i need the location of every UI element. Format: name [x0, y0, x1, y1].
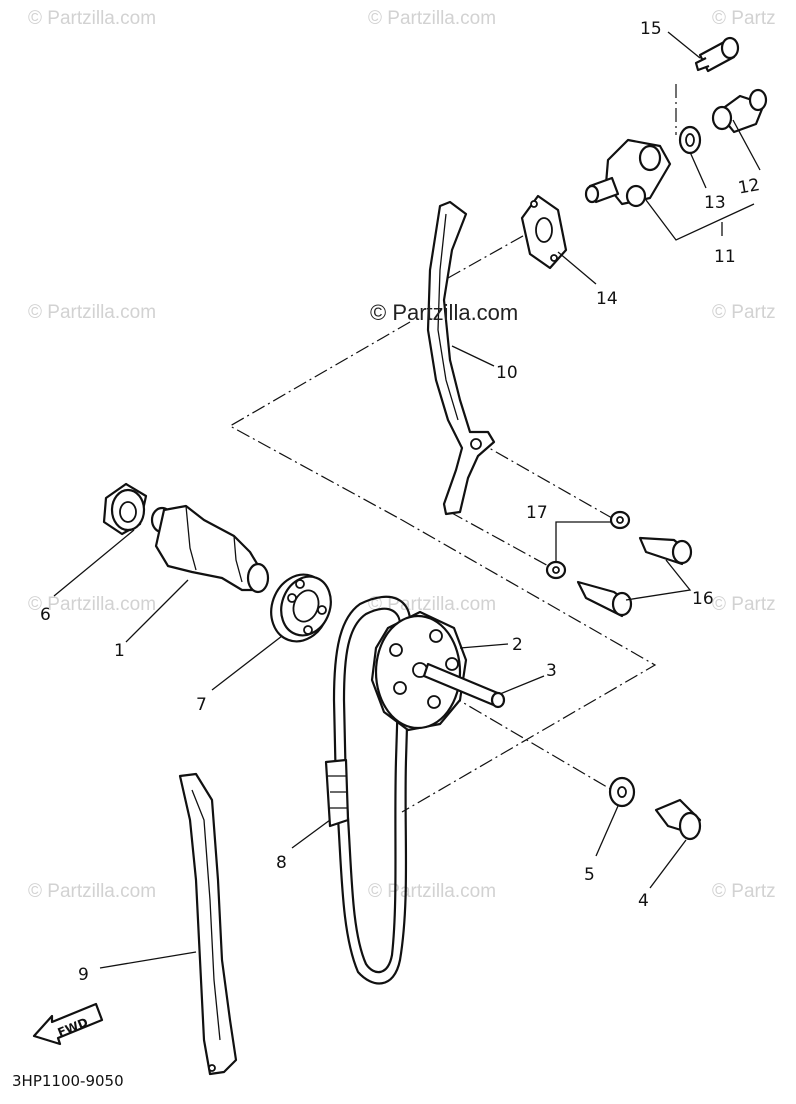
watermark: © Partzilla.com	[368, 8, 496, 29]
watermark: © Partz	[712, 302, 776, 323]
part-11-tensioner[interactable]	[584, 138, 672, 208]
callout-12: 12	[737, 175, 762, 198]
callout-4: 4	[638, 891, 649, 911]
callout-7: 7	[196, 695, 207, 715]
callout-17: 17	[526, 503, 548, 523]
part-13-gasket[interactable]	[678, 125, 702, 155]
watermark-center: © Partzilla.com	[370, 300, 518, 325]
callout-16: 16	[692, 589, 714, 609]
part-12-plug[interactable]	[711, 88, 768, 134]
callout-10: 10	[496, 363, 518, 383]
part-1-camshaft[interactable]	[150, 504, 270, 594]
part-6-bearing[interactable]	[102, 482, 148, 536]
callout-6: 6	[40, 605, 51, 625]
watermark: © Partzilla.com	[28, 881, 156, 902]
callout-1: 1	[114, 641, 125, 661]
watermark-layer: © Partzilla.com © Partzilla.com © Partz …	[28, 8, 776, 902]
watermark: © Partz	[712, 594, 776, 615]
callout-2: 2	[512, 635, 523, 655]
assembly-line	[447, 231, 531, 279]
callout-labels: 15 12 13 11 14 10 17 16 6 1 7 2 3 5 4 8 …	[40, 19, 761, 985]
watermark: © Partz	[712, 881, 776, 902]
watermark: © Partzilla.com	[28, 302, 156, 323]
part-9-chain-guide[interactable]	[178, 772, 238, 1076]
part-7-ball-bearing[interactable]	[262, 566, 339, 649]
callout-11: 11	[714, 247, 736, 267]
part-16-bolt[interactable]	[576, 580, 633, 618]
watermark: © Partzilla.com	[28, 594, 156, 615]
watermark: © Partzilla.com	[28, 8, 156, 29]
assembly-line	[474, 439, 613, 519]
callout-15: 15	[640, 19, 662, 39]
callout-3: 3	[546, 661, 557, 681]
assembly-line	[449, 511, 553, 569]
callout-13: 13	[704, 193, 726, 213]
fwd-arrow-icon: FWD	[32, 1002, 104, 1046]
part-10-chain-guide[interactable]	[426, 200, 496, 516]
watermark: © Partz	[712, 8, 776, 29]
part-2-cam-sprocket[interactable]	[370, 610, 468, 732]
part-17-washer[interactable]	[545, 560, 567, 580]
leader-lines	[53, 31, 761, 969]
part-15-bolt[interactable]	[694, 36, 740, 73]
assembly-line	[401, 519, 657, 813]
callout-8: 8	[276, 853, 287, 873]
part-16-bolt[interactable]	[638, 536, 693, 566]
assembly-line	[228, 321, 411, 521]
part-5-washer[interactable]	[608, 776, 636, 808]
part-3-dowel-pin[interactable]	[422, 662, 506, 709]
callout-5: 5	[584, 865, 595, 885]
part-4-bolt[interactable]	[654, 798, 702, 841]
part-17-washer[interactable]	[609, 510, 631, 530]
assembly-lines	[228, 84, 677, 813]
callout-9: 9	[78, 965, 89, 985]
part-14-gasket[interactable]	[520, 194, 568, 270]
diagram-code: 3HP1100-9050	[12, 1072, 124, 1090]
callout-14: 14	[596, 289, 618, 309]
watermark: © Partzilla.com	[368, 881, 496, 902]
